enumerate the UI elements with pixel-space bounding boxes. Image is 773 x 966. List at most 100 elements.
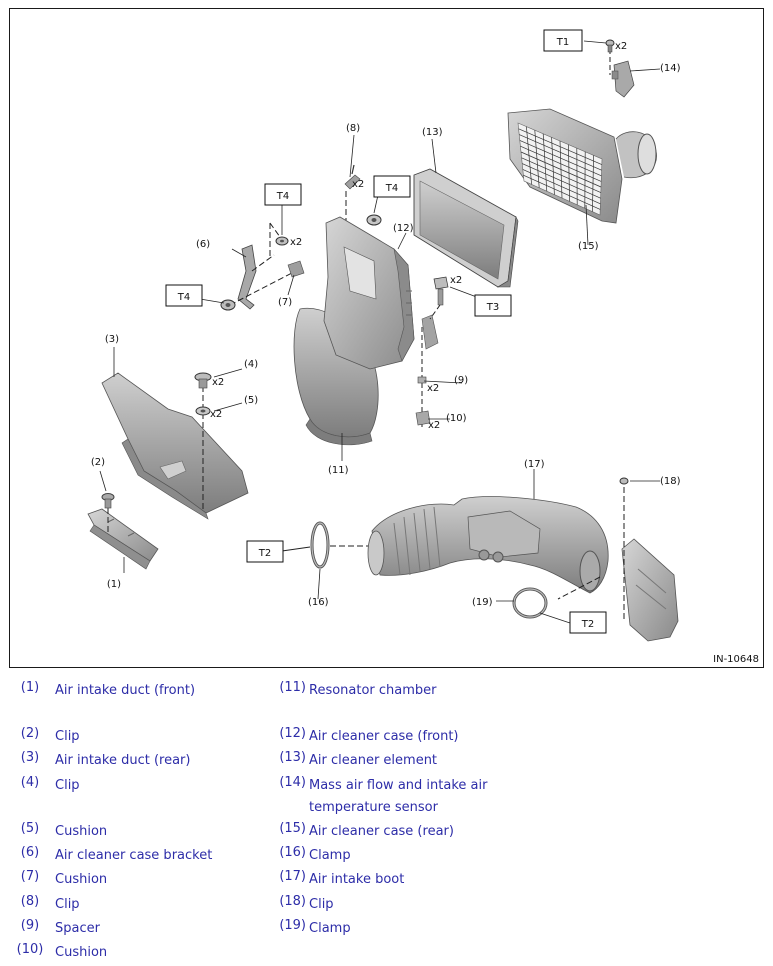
svg-text:T1: T1 [556,37,569,48]
exploded-parts-diagram: (1) (2) (3) (4) (5) (6) (7) (8) (9) (10)… [9,8,764,668]
callout-6: (6) [196,239,210,250]
t4-nut-middle [366,214,382,226]
part-air-cleaner-case-front [323,216,439,370]
callout-17: (17) [524,459,545,470]
callout-10: (10) [446,413,467,424]
svg-text:T4: T4 [177,292,190,303]
legend-text: Cushion [55,824,108,839]
legend-num: (19) [279,918,306,933]
svg-text:T4: T4 [385,183,398,194]
part-air-cleaner-element [413,168,519,288]
qty-spacer: x2 [427,383,439,394]
torque-tag-t4-upper: T4 [264,183,302,206]
filter-grid-line [520,151,602,188]
legend-text: Clip [309,897,334,912]
legend-text: Air cleaner case bracket [55,848,213,863]
legend-text: Air cleaner case (front) [309,729,459,744]
torque-tag-t2-right: T2 [569,611,607,634]
callout-9: (9) [454,375,468,386]
legend-num: (17) [279,869,306,884]
legend-num: (16) [279,845,306,860]
legend-text: Mass air flow and intake air temperature… [309,778,488,815]
legend-num: (7) [20,869,40,884]
svg-text:T2: T2 [258,548,271,559]
parts-legend: (1) Air intake duct (front) (2) Clip (3) Ai… [0,680,773,966]
part-air-cleaner-case-bracket [237,244,257,310]
t4-bolt-upper [275,236,289,246]
part-clip-4 [194,372,212,389]
legend-num: (5) [20,821,40,836]
qty-t1-screw: x2 [615,41,627,52]
legend-num: (12) [279,726,306,741]
legend-num: (15) [279,821,306,836]
legend-text: Air intake duct (rear) [55,753,191,768]
legend-text: Clamp [309,848,351,863]
svg-text:T2: T2 [581,619,594,630]
filter-grid-line [523,174,601,210]
torque-tag-t1: T1 [543,29,583,52]
legend-num: (2) [20,726,40,741]
callout-3: (3) [105,334,119,345]
part-clip-2 [101,493,115,509]
part-cushion-7 [287,260,305,278]
callout-11: (11) [328,465,349,476]
legend-num: (6) [20,845,40,860]
callout-4: (4) [244,359,258,370]
callout-13: (13) [422,127,443,138]
torque-tag-t3: T3 [474,294,512,317]
legend-num: (11) [279,680,306,695]
filter-grid-line [568,144,570,202]
figure-id: IN-10648 [713,654,759,665]
torque-tag-t4-left: T4 [165,284,203,307]
filter-grid-line [521,157,601,193]
legend-num: (3) [20,750,40,765]
qty-cushion-5: x2 [210,409,222,420]
filter-grid-line [522,163,601,199]
legend-num: (10) [16,942,44,957]
legend-text: Air cleaner case (rear) [309,824,454,839]
torque-tag-t2-left: T2 [246,540,284,563]
qty-t4-bolt: x2 [290,237,302,248]
legend-text: Clip [55,729,80,744]
leader-lines [99,40,661,624]
legend-text: Spacer [55,921,100,936]
part-clip-8 [344,164,361,190]
callout-8: (8) [346,123,360,134]
part-cushion-10 [415,410,431,426]
qty-cushion-10: x2 [428,420,440,431]
part-air-intake-duct-front [87,508,159,570]
legend-text: Clip [55,897,80,912]
part-air-cleaner-case-rear [507,108,657,224]
qty-clip-4: x2 [212,377,224,388]
qty-clip-8: x2 [352,179,364,190]
legend-text: Clamp [309,921,351,936]
legend-num: (4) [20,775,40,790]
qty-t3-bolt: x2 [450,275,462,286]
diagram-canvas: (1) (2) (3) (4) (5) (6) (7) (8) (9) (10)… [87,29,681,642]
svg-text:T4: T4 [276,191,289,202]
filter-grid-line [522,169,601,205]
torque-tag-t4-middle: T4 [373,175,411,198]
callout-12: (12) [393,223,414,234]
part-air-intake-duct-rear [101,372,249,520]
part-clamp-16 [310,521,330,569]
t3-bolt [433,276,449,306]
legend-text: Air intake boot [309,872,405,887]
part-clamp-19 [512,587,548,619]
callout-5: (5) [244,395,258,406]
part-spacer [417,376,427,384]
legend-text: Air intake duct (front) [55,683,196,698]
callout-14: (14) [660,63,681,74]
part-air-intake-boot [367,496,679,642]
callout-7: (7) [278,297,292,308]
legend-text: Cushion [55,872,108,887]
svg-text:T3: T3 [486,302,499,313]
callout-18: (18) [660,476,681,487]
legend-num: (1) [20,680,40,695]
t1-screw [605,39,615,53]
legend-text: Air cleaner element [309,753,438,768]
part-cushion-5 [195,406,211,416]
callout-1: (1) [107,579,121,590]
filter-grid-line [592,155,594,212]
callout-2: (2) [91,457,105,468]
